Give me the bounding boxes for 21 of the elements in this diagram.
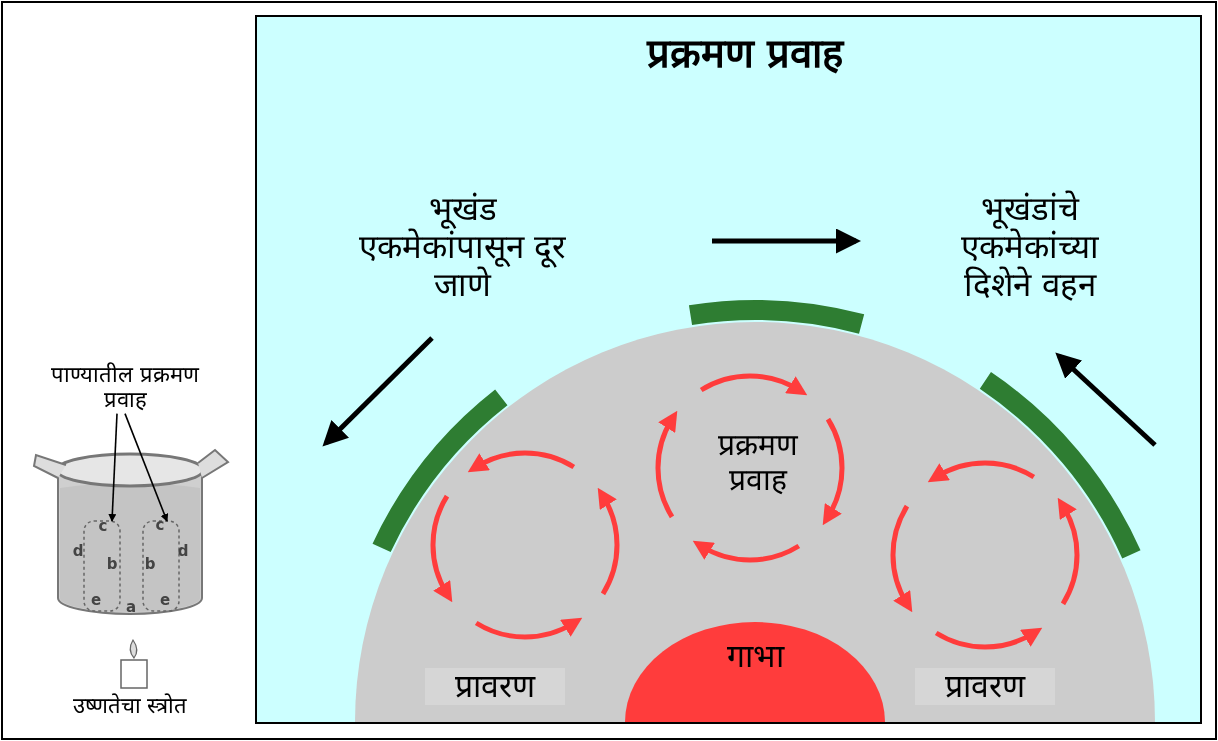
callout-text: पाण्यातील प्रक्रमण प्रवाह bbox=[30, 362, 220, 413]
part-letter: e bbox=[89, 592, 103, 610]
dashed-loop bbox=[142, 520, 180, 612]
dashed-loop bbox=[83, 520, 121, 612]
part-letter: d bbox=[176, 543, 190, 561]
part-letter: b bbox=[143, 556, 157, 574]
diagram-title: प्रक्रमण प्रवाह bbox=[645, 30, 846, 76]
part-letter: c bbox=[154, 517, 166, 535]
convection-label: प्रक्रमण प्रवाह bbox=[717, 428, 799, 497]
plates-apart-text: भूखंड एकमेकांपासून दूर जाणे bbox=[357, 190, 568, 304]
mantle-label: प्रावरण bbox=[425, 668, 565, 705]
part-letter: a bbox=[124, 599, 138, 617]
part-letter: b bbox=[105, 556, 119, 574]
caption-text: उष्णतेचा स्त्रोत bbox=[71, 693, 189, 719]
plates-together-text: भूखंडांचे एकमेकांच्या दिशेने वहन bbox=[960, 190, 1100, 304]
part-letter: e bbox=[158, 592, 172, 610]
mantle-label: प्रावरण bbox=[915, 668, 1055, 705]
part-letter: c bbox=[97, 518, 109, 536]
leader-arrow bbox=[108, 412, 118, 522]
part-letter: d bbox=[71, 543, 85, 561]
leader-arrow bbox=[124, 412, 169, 522]
